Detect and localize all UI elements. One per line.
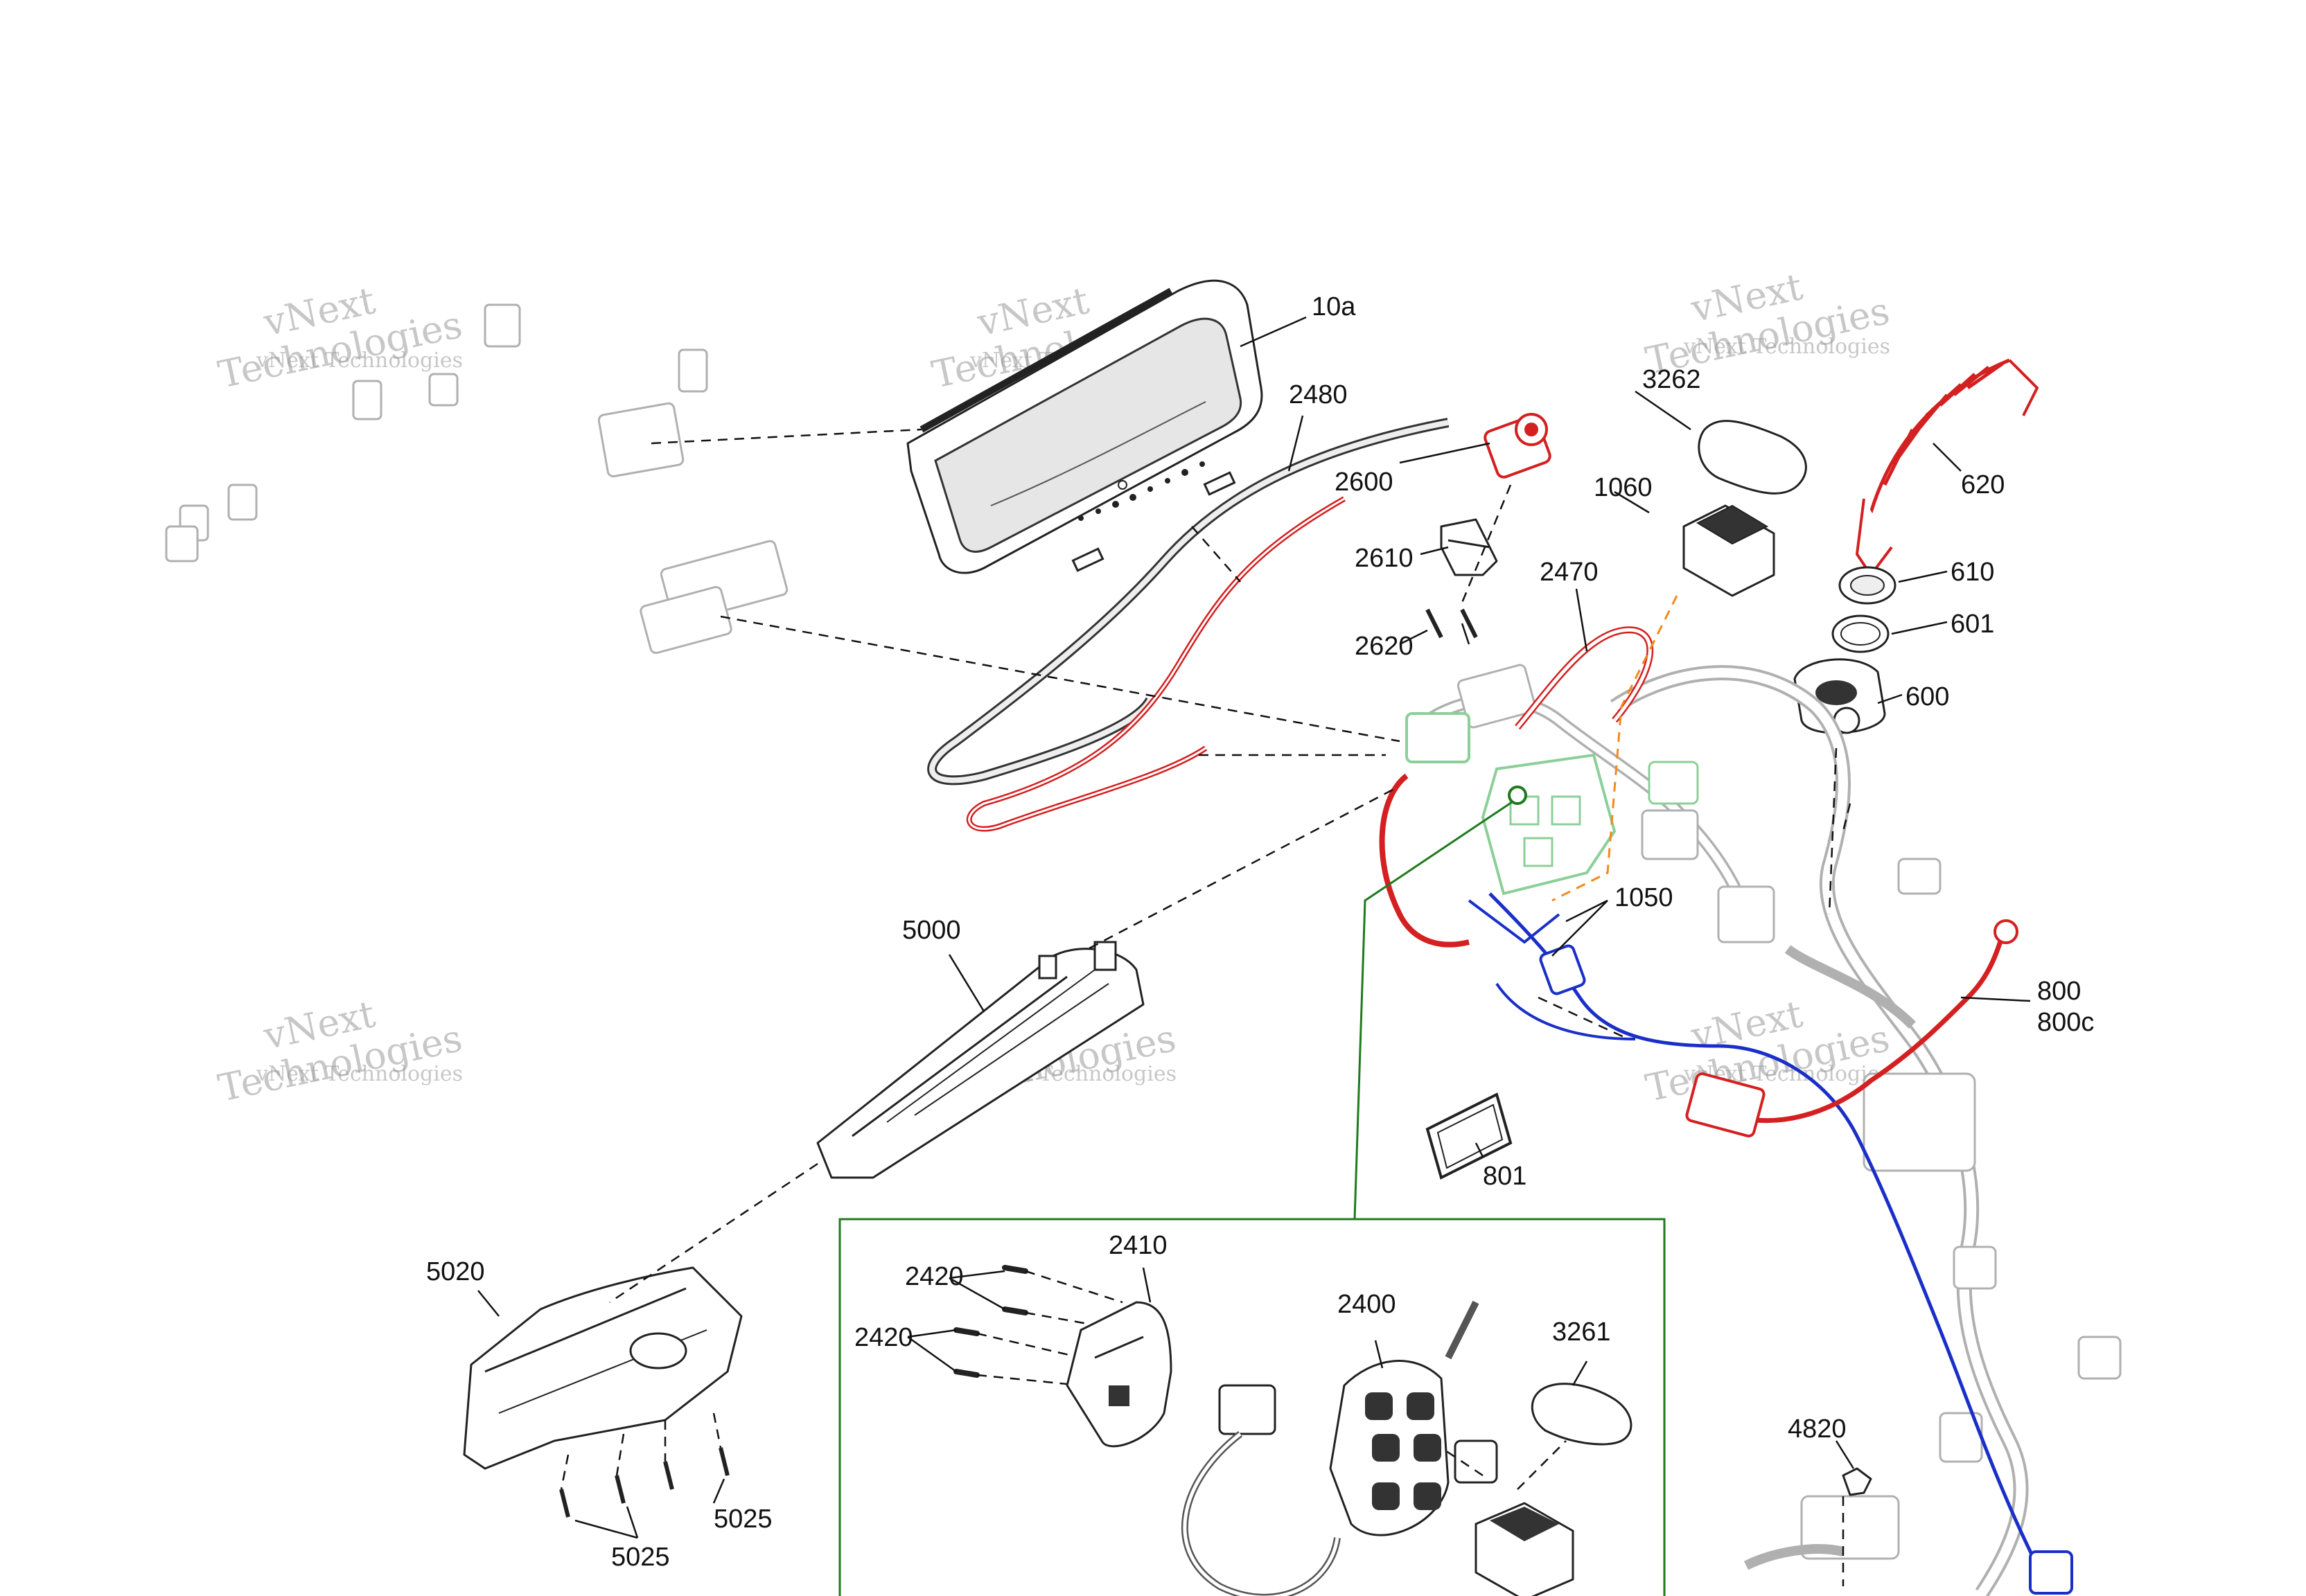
gasket-801 bbox=[1425, 1092, 1513, 1180]
callout-801: 801 bbox=[1483, 1162, 1526, 1191]
dashed-guides bbox=[560, 428, 1851, 1586]
svg-text:vNext Technologies: vNext Technologies bbox=[256, 348, 463, 373]
callout-600: 600 bbox=[1905, 682, 1949, 711]
callout-2480: 2480 bbox=[1289, 380, 1348, 409]
detail-box bbox=[838, 1218, 1666, 1596]
watermark-4: vNext Technologies vNext Technologies bbox=[215, 992, 466, 1110]
leader-lines bbox=[477, 316, 2031, 1539]
module-5000 bbox=[816, 941, 1145, 1179]
callout-2420-top: 2420 bbox=[905, 1262, 964, 1291]
callout-2600: 2600 bbox=[1335, 468, 1393, 497]
green-ghost-module bbox=[1405, 712, 1699, 896]
rocker-switch-lower bbox=[1441, 1440, 1574, 1596]
switch-pod-2400 bbox=[1181, 1300, 1498, 1596]
rocker-switch-icon bbox=[1682, 504, 1775, 597]
pins-2420 bbox=[953, 1265, 1123, 1387]
svg-text:vNext Technologies: vNext Technologies bbox=[256, 1062, 463, 1086]
callout-1050: 1050 bbox=[1614, 883, 1673, 912]
screws-5025 bbox=[559, 1447, 730, 1518]
callout-3261: 3261 bbox=[1552, 1318, 1611, 1347]
callout-5025-left: 5025 bbox=[611, 1543, 670, 1572]
callout-620: 620 bbox=[1961, 470, 2005, 499]
instrument-cluster-icon bbox=[906, 279, 1263, 574]
callout-2400: 2400 bbox=[1337, 1290, 1396, 1319]
ghost-harness-left bbox=[157, 303, 789, 655]
blue-cable-1050 bbox=[1468, 892, 2073, 1595]
callout-4820: 4820 bbox=[1788, 1415, 1847, 1444]
callout-10a: 10a bbox=[1312, 292, 1356, 321]
callout-2620: 2620 bbox=[1355, 632, 1414, 661]
bracket-5020 bbox=[463, 1266, 743, 1470]
ring-601 bbox=[1831, 614, 1890, 653]
callout-800c: 800c bbox=[2037, 1008, 2094, 1037]
callout-2610: 2610 bbox=[1355, 544, 1414, 573]
cluster-indicator-row bbox=[1078, 461, 1205, 521]
nut-4820 bbox=[1842, 1467, 1872, 1496]
callout-5020: 5020 bbox=[426, 1257, 485, 1286]
coiled-lanyard-620 bbox=[1855, 358, 2039, 578]
svg-text:vNext Technologies: vNext Technologies bbox=[1683, 335, 1890, 359]
callout-3262: 3262 bbox=[1642, 365, 1701, 394]
callout-labels: 10a 2480 2600 2610 2620 2470 3262 1060 6… bbox=[426, 292, 2094, 1572]
bracket-2610 bbox=[1440, 518, 1498, 576]
cover-2410 bbox=[1066, 1301, 1172, 1448]
tube-2480 bbox=[927, 418, 1450, 786]
screws-2620 bbox=[1425, 608, 1478, 639]
callout-5000: 5000 bbox=[902, 916, 961, 945]
red-connector-2600 bbox=[1484, 413, 1551, 479]
detail-link bbox=[1353, 786, 1527, 1220]
red-loop-2470 bbox=[1379, 626, 1654, 948]
red-cable-800 bbox=[1685, 919, 2018, 1137]
bezel-3261 bbox=[1531, 1383, 1632, 1446]
ghost-harness-right bbox=[1424, 664, 2122, 1596]
bezel-3262 bbox=[1698, 420, 1807, 495]
callout-601: 601 bbox=[1951, 610, 1994, 639]
callout-610: 610 bbox=[1951, 558, 1994, 587]
callout-2410: 2410 bbox=[1109, 1231, 1168, 1260]
callout-1060: 1060 bbox=[1594, 473, 1653, 502]
ignition-key-icon bbox=[1838, 566, 1896, 605]
callout-2420-bottom: 2420 bbox=[854, 1323, 913, 1352]
callout-2470: 2470 bbox=[1540, 558, 1599, 587]
callout-5025-right: 5025 bbox=[714, 1505, 773, 1534]
red-cable-2600 bbox=[966, 413, 1551, 832]
callout-800: 800 bbox=[2037, 977, 2081, 1006]
